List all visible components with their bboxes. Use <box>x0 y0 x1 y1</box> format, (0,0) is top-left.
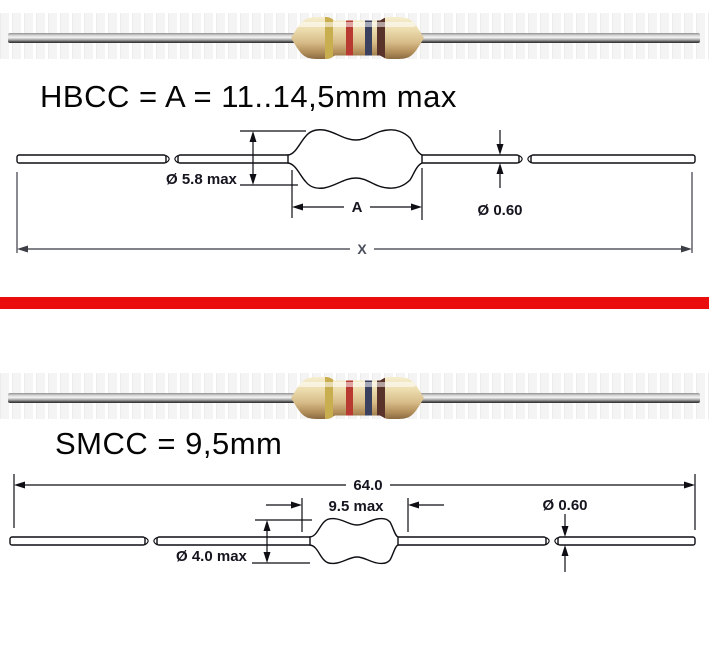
right-lead-outline <box>419 154 696 164</box>
dim-body-diameter: Ø 4.0 max <box>176 519 312 565</box>
color-band-navy <box>365 377 372 419</box>
dim-label-overall-length: X <box>357 241 367 257</box>
color-band-gold <box>325 377 333 419</box>
body-outline <box>309 517 399 565</box>
dim-label-body-diameter: Ø 5.8 max <box>166 171 238 188</box>
dim-label-lead-diameter: Ø 0.60 <box>477 202 522 219</box>
dim-label-body-length: A <box>352 199 363 216</box>
color-band-red <box>346 377 353 419</box>
smcc-heading: SMCC = 9,5mm <box>55 426 283 461</box>
body-highlight <box>296 382 416 387</box>
color-band-red <box>346 17 353 59</box>
color-band-gold <box>325 17 333 59</box>
color-band-navy <box>365 17 372 59</box>
resistor-body <box>291 377 424 419</box>
hbcc-dimension-drawing: Ø 5.8 max A Ø 0.60 X <box>16 129 696 257</box>
dim-body-length: A <box>291 168 423 220</box>
dim-overall-length: X <box>16 172 693 257</box>
dim-label-body-length: 9.5 max <box>328 498 384 515</box>
dim-label-body-diameter: Ø 4.0 max <box>176 548 248 565</box>
right-lead-outline <box>395 536 696 546</box>
red-divider-bar <box>0 297 709 309</box>
dim-body-diameter: Ø 5.8 max <box>166 130 306 188</box>
body-outline <box>287 129 423 189</box>
dim-overall-length: 64.0 <box>13 474 696 530</box>
resistor-body <box>291 17 424 59</box>
resistor-photo-smcc <box>8 377 700 419</box>
dim-label-lead-diameter: Ø 0.60 <box>542 497 587 514</box>
color-band-brown <box>377 17 385 59</box>
left-lead-outline <box>16 154 291 164</box>
color-band-brown <box>377 377 385 419</box>
dim-body-length: 9.5 max <box>266 498 444 532</box>
body-highlight <box>296 22 416 27</box>
dim-lead-diameter: Ø 0.60 <box>477 130 523 219</box>
smcc-dimension-drawing: 64.0 9.5 max Ø 4.0 max <box>9 474 696 572</box>
left-lead-outline <box>9 536 313 546</box>
dim-lead-diameter: Ø 0.60 <box>542 497 588 572</box>
resistor-photo-hbcc <box>8 17 700 59</box>
dim-label-overall-length: 64.0 <box>353 477 382 494</box>
hbcc-heading: HBCC = A = 11..14,5mm max <box>40 79 457 114</box>
